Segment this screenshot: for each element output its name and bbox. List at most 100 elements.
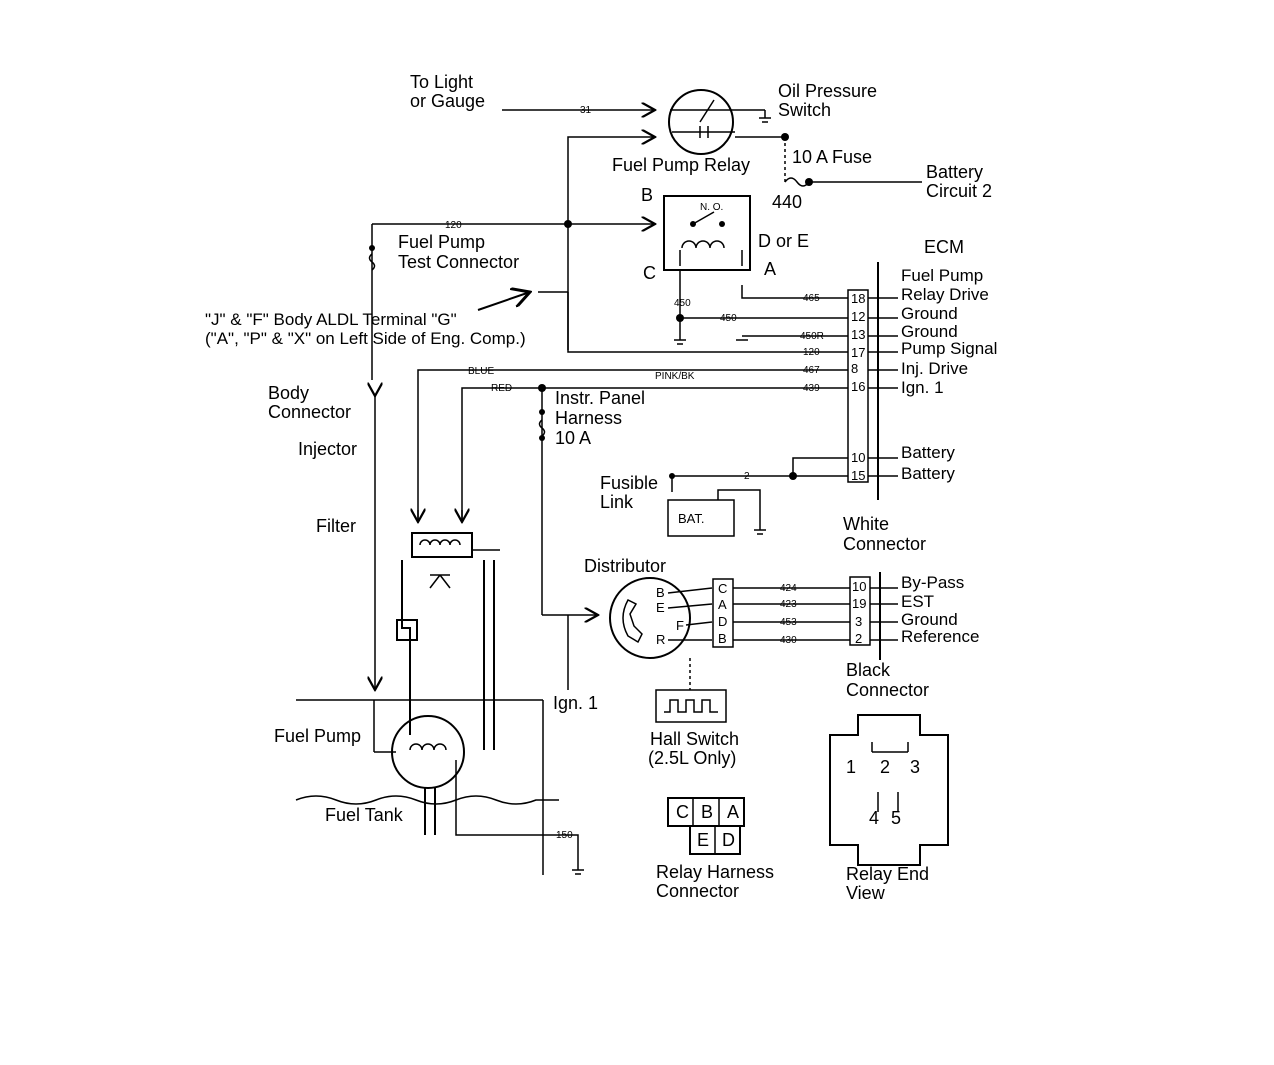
white-pin: 19 (852, 596, 866, 611)
red-label: RED (491, 383, 512, 394)
harness-pin: A (727, 802, 739, 822)
wire-450-label: 450 (674, 298, 691, 309)
bat-label: BAT. (678, 511, 705, 526)
ecm-func-label: Relay Drive (901, 285, 989, 304)
d-or-e-label: D or E (758, 231, 809, 251)
relay-end-label-2: View (846, 883, 886, 903)
fusible-label-2: Link (600, 492, 634, 512)
ecm-connector (847, 289, 869, 483)
white-pin: 10 (852, 579, 866, 594)
fuel-tank-label: Fuel Tank (325, 805, 404, 825)
circuit2-label: Circuit 2 (926, 181, 992, 201)
dist-pin: C (718, 581, 727, 596)
or-gauge-label: or Gauge (410, 91, 485, 111)
relay-end-view (829, 714, 949, 866)
battery-label: Battery (926, 162, 983, 182)
dist-pin: D (718, 614, 727, 629)
ecm-pin: 12 (851, 309, 865, 324)
ecm-func-label: Ground (901, 322, 958, 341)
ecm-pin: 10 (851, 450, 865, 465)
wire-31-label: 31 (580, 105, 592, 116)
harness-pin: B (701, 802, 713, 822)
battery-box (667, 499, 735, 537)
ecm-func-label: Pump Signal (901, 339, 997, 358)
relay-end-pin: 2 (880, 757, 890, 777)
fuel-pump-relay-label: Fuel Pump Relay (612, 155, 750, 175)
white-pin: 2 (855, 631, 862, 646)
harness-pin: D (722, 830, 735, 850)
wire-2-label: 2 (744, 471, 750, 482)
relay-c-label: C (643, 263, 656, 283)
fusible-label-1: Fusible (600, 473, 658, 493)
instr-label-2: Harness (555, 408, 622, 428)
harness-pin: C (676, 802, 689, 822)
oil-pressure-switch-symbol (668, 89, 734, 155)
white-label-1: White (843, 514, 889, 534)
white-func-label: EST (901, 592, 934, 611)
fuse-10a-label: 10 A Fuse (792, 147, 872, 167)
dist-term: E (656, 600, 665, 615)
white-pin: 3 (855, 614, 862, 629)
dist-pin: B (718, 631, 727, 646)
blue-label: BLUE (468, 366, 494, 377)
white-func-label: Reference (901, 627, 979, 646)
aldl-pointer (477, 292, 530, 311)
relay-end-label-1: Relay End (846, 864, 929, 884)
w440-label: 440 (772, 192, 802, 212)
dist-term: R (656, 632, 665, 647)
wire-450r-label: 450R (800, 331, 824, 342)
fp-test-label-1: Fuel Pump (398, 232, 485, 252)
fuel-level (295, 795, 559, 805)
relay-harness-label-2: Connector (656, 881, 739, 901)
wire-424-label: 424 (780, 583, 797, 594)
oil-pressure-label: Oil Pressure (778, 81, 877, 101)
wire-439-label: 439 (803, 383, 820, 394)
filter-label: Filter (316, 516, 356, 536)
relay-end-pin: 1 (846, 757, 856, 777)
red-wire (461, 387, 848, 520)
relay-b-label: B (641, 185, 653, 205)
aldl-label-2: ("A", "P" & "X" on Left Side of Eng. Com… (205, 329, 526, 348)
injector-label: Injector (298, 439, 357, 459)
switch-label: Switch (778, 100, 831, 120)
harness-pin: E (697, 830, 709, 850)
fp-test-label-2: Test Connector (398, 252, 519, 272)
ecm-func-label: Ign. 1 (901, 378, 944, 397)
wire-150-label: 150 (556, 830, 573, 841)
relay-end-pin: 5 (891, 808, 901, 828)
ign1-label: Ign. 1 (553, 693, 598, 713)
pulse-icon (664, 699, 718, 713)
wire-453-label: 453 (780, 617, 797, 628)
ecm-pin: 15 (851, 468, 865, 483)
to-light-label: To Light (410, 72, 473, 92)
instr-label-1: Instr. Panel (555, 388, 645, 408)
ecm-func-label: Ground (901, 304, 958, 323)
aldl-label-1: "J" & "F" Body ALDL Terminal "G" (205, 310, 457, 329)
white-func-label: Ground (901, 610, 958, 629)
blue-wire (417, 369, 848, 520)
black-label-1: Black (846, 660, 891, 680)
relay-harness-label-1: Relay Harness (656, 862, 774, 882)
dist-term: B (656, 585, 665, 600)
wire-467-label: 467 (803, 365, 820, 376)
hall-label-2: (2.5L Only) (648, 748, 736, 768)
distributor-symbol (609, 577, 691, 659)
fuse-symbol (784, 177, 810, 187)
white-connector (849, 576, 871, 646)
instr-label-3: 10 A (555, 428, 591, 448)
ecm-func-label: Battery (901, 443, 955, 462)
distributor-label: Distributor (584, 556, 666, 576)
wire-423-label: 423 (780, 599, 797, 610)
wire-430-label: 430 (780, 635, 797, 646)
body-label: Body (268, 383, 309, 403)
pink-label: PINK/BK (655, 371, 695, 382)
ecm-pin: 13 (851, 327, 865, 342)
ecm-pin: 18 (851, 291, 865, 306)
ecm-func-label: Battery (901, 464, 955, 483)
dist-pin: A (718, 597, 727, 612)
ecm-func-label: Fuel Pump (901, 266, 983, 285)
dist-connector (712, 578, 734, 648)
wire-465-label: 465 (803, 293, 820, 304)
